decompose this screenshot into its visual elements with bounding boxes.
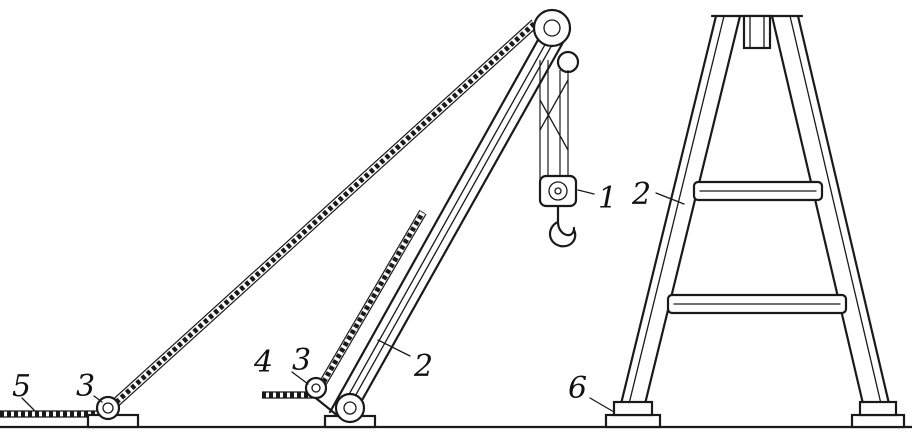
- tackle-ropes: [539, 60, 569, 180]
- label-a-frame: 2: [631, 177, 651, 212]
- boom-mast: [328, 20, 572, 420]
- label-guy-rope: 5: [12, 369, 31, 404]
- label-hoist-rope: 4: [253, 345, 273, 380]
- label-mid-anchor: 3: [292, 343, 311, 378]
- mid-anchor: [304, 376, 340, 418]
- label-a-frame-base: 6: [568, 371, 587, 406]
- guy-rope-ground: [0, 410, 100, 418]
- a-frame-left-base: [604, 400, 662, 429]
- a-frame-right-base: [850, 400, 906, 429]
- label-boom: 2: [413, 349, 433, 384]
- a-frame: [618, 14, 892, 410]
- boom-base: [323, 392, 377, 429]
- label-left-anchor: 3: [76, 369, 95, 404]
- left-anchor: [86, 395, 140, 429]
- hoist-rope-ground: [262, 391, 312, 399]
- hook-block: [538, 174, 578, 248]
- hoist-rope-along-boom: [316, 209, 427, 391]
- guy-rope-long: [107, 19, 539, 411]
- label-hook-block: 1: [598, 181, 617, 216]
- boom-top-pulley: [532, 8, 580, 74]
- leader-lines: [21, 189, 685, 413]
